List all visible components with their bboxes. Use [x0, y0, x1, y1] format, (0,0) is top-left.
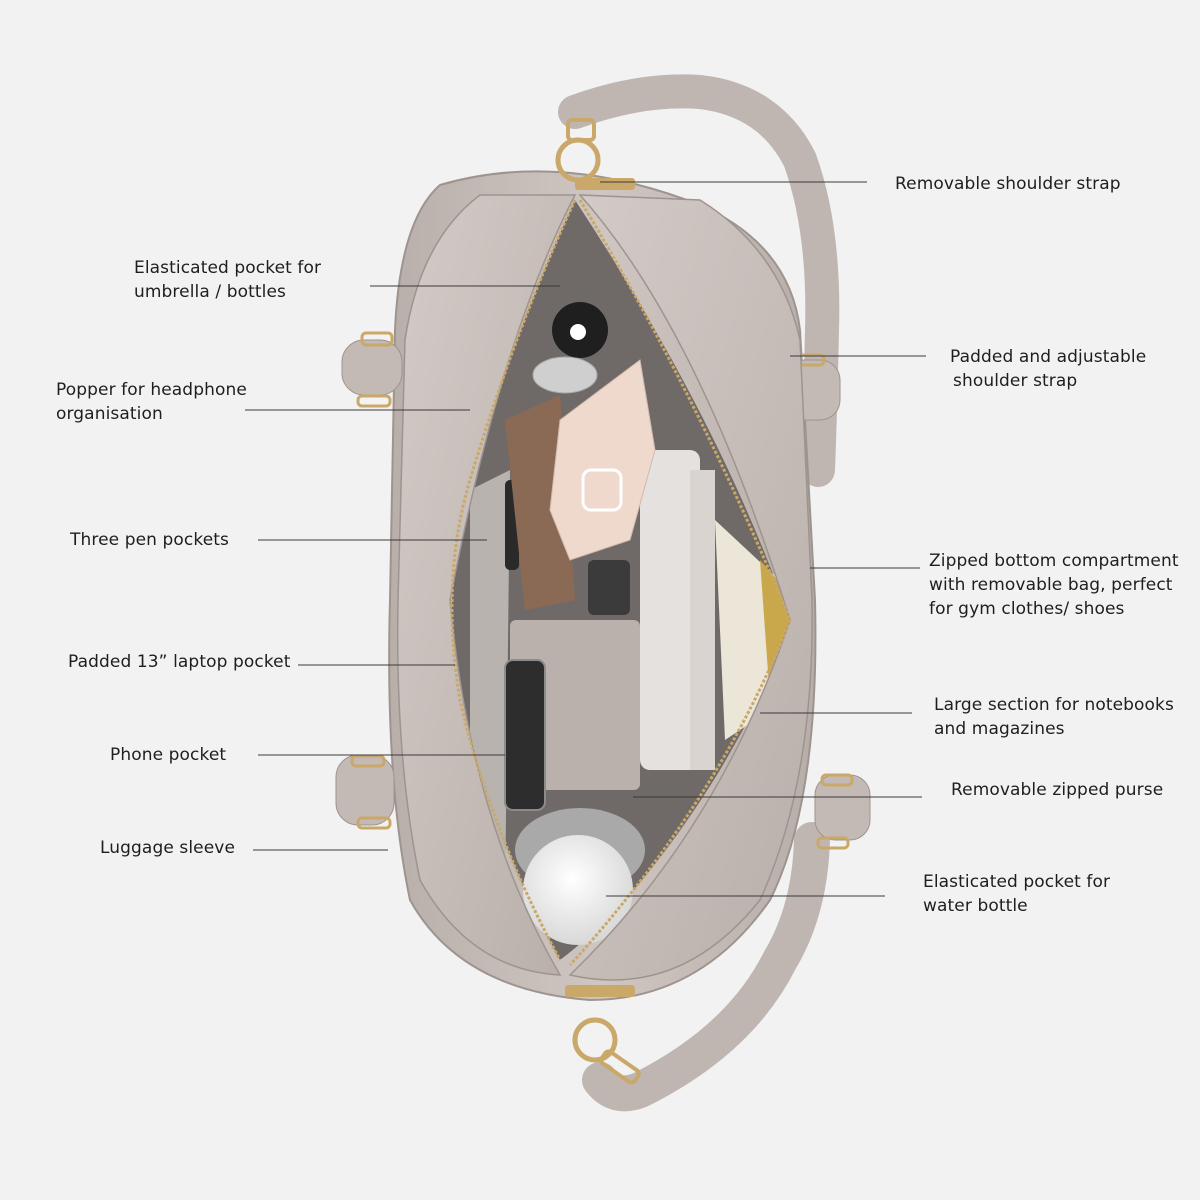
label-line: Removable shoulder strap — [895, 174, 1121, 194]
label-line: Padded and adjustable — [950, 347, 1147, 367]
label-line: and magazines — [934, 719, 1065, 739]
label-line: Phone pocket — [110, 745, 227, 765]
label-line: water bottle — [923, 896, 1028, 916]
label-padded-adjustable-strap: Padded and adjustable shoulder strap — [950, 345, 1146, 393]
label-phone-pocket: Phone pocket — [110, 743, 226, 767]
label-pen-pockets: Three pen pockets — [70, 528, 229, 552]
label-luggage-sleeve: Luggage sleeve — [100, 836, 235, 860]
label-line: Removable zipped purse — [951, 780, 1164, 800]
label-removable-shoulder-strap: Removable shoulder strap — [895, 172, 1121, 196]
label-line: with removable bag, perfect — [929, 575, 1173, 595]
label-line: Padded 13” laptop pocket — [68, 652, 291, 672]
label-line: umbrella / bottles — [134, 282, 286, 302]
leader-lines — [245, 181, 926, 897]
label-popper-headphone: Popper for headphone organisation — [56, 378, 247, 426]
label-line: Elasticated pocket for — [923, 872, 1111, 892]
label-line: Zipped bottom compartment — [929, 551, 1179, 571]
label-line: Popper for headphone — [56, 380, 247, 400]
label-zipped-purse: Removable zipped purse — [951, 778, 1163, 802]
label-line: Large section for notebooks — [934, 695, 1174, 715]
label-line: organisation — [56, 404, 163, 424]
label-water-bottle-pocket: Elasticated pocket for water bottle — [923, 870, 1110, 918]
label-line: Luggage sleeve — [100, 838, 236, 858]
label-notebooks-section: Large section for notebooks and magazine… — [934, 693, 1174, 741]
label-line: for gym clothes/ shoes — [929, 599, 1125, 619]
label-line: Three pen pockets — [70, 530, 229, 550]
bag-interior — [452, 200, 795, 960]
strap-hardware — [555, 118, 641, 1085]
bag-flaps — [396, 194, 813, 981]
label-zipped-bottom-compartment: Zipped bottom compartment with removable… — [929, 549, 1179, 621]
label-line: Elasticated pocket for — [134, 258, 322, 278]
label-laptop-pocket: Padded 13” laptop pocket — [68, 650, 290, 674]
label-line: shoulder strap — [953, 371, 1078, 391]
label-elasticated-umbrella-pocket: Elasticated pocket for umbrella / bottle… — [134, 256, 321, 304]
